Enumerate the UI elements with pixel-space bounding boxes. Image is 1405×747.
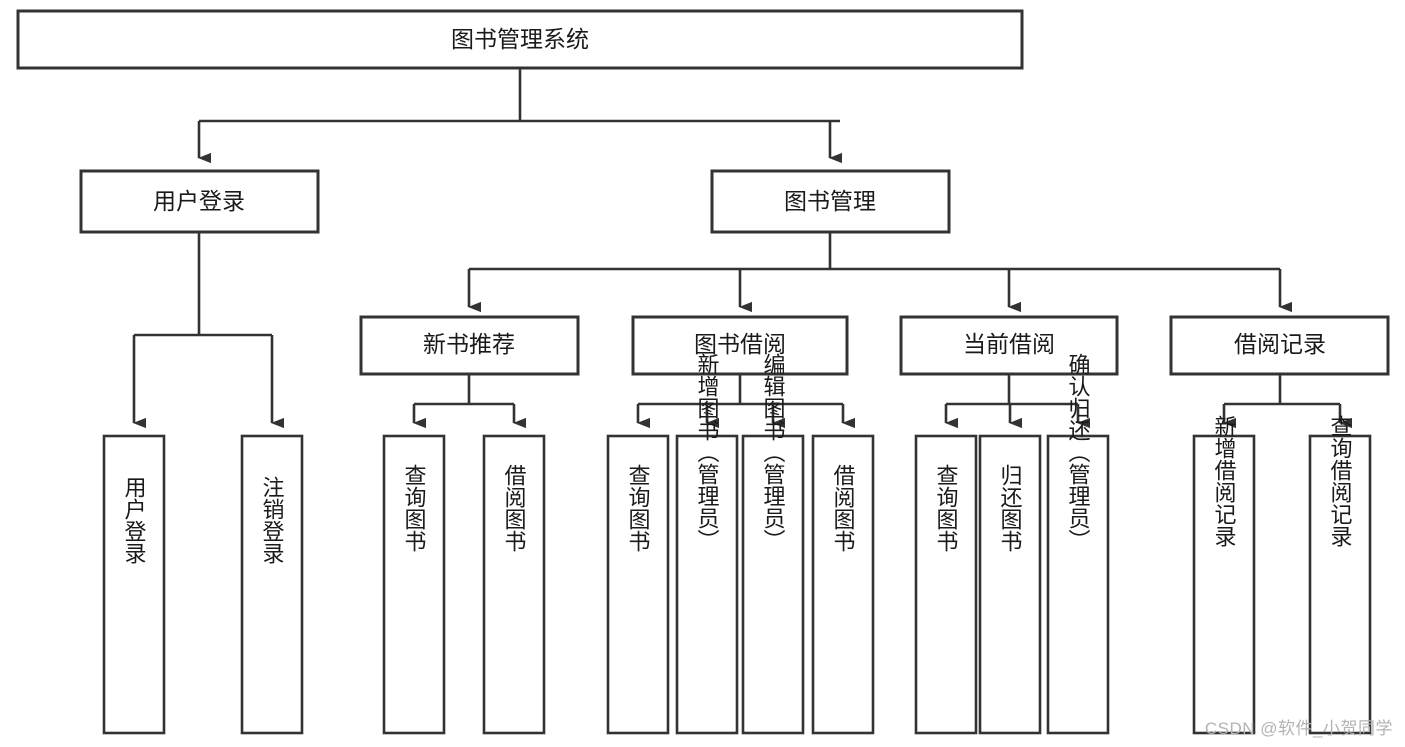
node-book-borrow-label: 图书借阅 xyxy=(694,331,786,357)
node-current-borrow-label: 当前借阅 xyxy=(963,331,1055,357)
leaf-borrow-add-book-admin-label: 新增图书（管理员） xyxy=(695,353,720,551)
connector-currentborrow-to-leaves xyxy=(944,374,1090,429)
leaf-borrow-borrow-book-label: 借阅图书 xyxy=(831,464,856,552)
node-new-book-recommend-label: 新书推荐 xyxy=(423,331,515,357)
connector-root-to-level1 xyxy=(197,68,842,164)
leaf-record-query-record-label: 查询借阅记录 xyxy=(1328,415,1353,547)
node-book-borrow[interactable]: 图书借阅 xyxy=(631,315,849,376)
leaf-current-return-book[interactable]: 归还图书 xyxy=(978,434,1042,735)
node-user-login[interactable]: 用户登录 xyxy=(79,169,320,234)
leaf-current-query-book-label: 查询图书 xyxy=(934,464,959,552)
node-new-book-recommend[interactable]: 新书推荐 xyxy=(359,315,580,376)
connector-userlogin-to-leaves xyxy=(132,232,284,429)
node-current-borrow[interactable]: 当前借阅 xyxy=(899,315,1119,376)
node-user-login-label: 用户登录 xyxy=(153,188,245,214)
leaf-user-logout[interactable]: 注销登录 xyxy=(240,434,304,735)
leaf-borrow-query-book-label: 查询图书 xyxy=(626,464,651,552)
leaf-newbook-query-book-label: 查询图书 xyxy=(402,464,427,552)
leaf-newbook-borrow-book[interactable]: 借阅图书 xyxy=(482,434,546,735)
leaf-borrow-query-book[interactable]: 查询图书 xyxy=(606,434,670,735)
leaf-borrow-edit-book-admin-label: 编辑图书（管理员） xyxy=(761,353,786,551)
node-borrow-record-label: 借阅记录 xyxy=(1234,331,1326,357)
leaf-record-add-record[interactable]: 新增借阅记录 xyxy=(1192,415,1256,735)
leaf-newbook-query-book[interactable]: 查询图书 xyxy=(382,434,446,735)
leaf-borrow-edit-book-admin[interactable]: 编辑图书（管理员） xyxy=(741,353,805,735)
leaf-current-confirm-return-admin[interactable]: 确认归还（管理员） xyxy=(1046,353,1110,735)
node-book-management-label: 图书管理 xyxy=(784,188,876,214)
node-borrow-record[interactable]: 借阅记录 xyxy=(1169,315,1390,376)
leaf-borrow-borrow-book[interactable]: 借阅图书 xyxy=(811,434,875,735)
leaf-current-return-book-label: 归还图书 xyxy=(998,464,1023,552)
leaf-record-add-record-label: 新增借阅记录 xyxy=(1212,415,1237,547)
leaf-user-login-do-label: 用户登录 xyxy=(122,476,147,564)
connector-bookmgmt-to-level2 xyxy=(467,232,1292,313)
leaf-newbook-borrow-book-label: 借阅图书 xyxy=(502,464,527,552)
leaf-current-query-book[interactable]: 查询图书 xyxy=(914,434,978,735)
node-root-book-management-system[interactable]: 图书管理系统 xyxy=(16,9,1024,70)
connector-borrowrecord-to-leaves xyxy=(1222,374,1352,429)
leaf-current-confirm-return-admin-label: 确认归还（管理员） xyxy=(1066,353,1091,551)
leaf-borrow-add-book-admin[interactable]: 新增图书（管理员） xyxy=(675,353,739,735)
node-root-label: 图书管理系统 xyxy=(451,26,589,52)
connector-bookborrow-to-leaves xyxy=(636,374,855,429)
leaf-record-query-record[interactable]: 查询借阅记录 xyxy=(1308,415,1372,735)
connector-newbook-to-leaves xyxy=(412,374,526,429)
leaf-user-logout-label: 注销登录 xyxy=(260,476,285,564)
leaf-user-login-do[interactable]: 用户登录 xyxy=(102,434,166,735)
node-book-management[interactable]: 图书管理 xyxy=(710,169,951,234)
